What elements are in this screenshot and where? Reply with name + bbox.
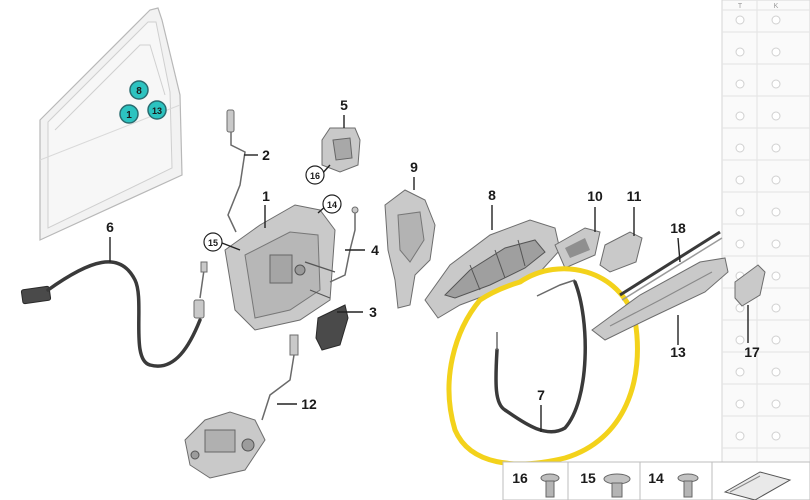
callout-2: 2	[262, 147, 270, 163]
svg-text:1: 1	[126, 110, 132, 121]
legend-radio[interactable]	[771, 111, 781, 121]
screw-15-icon	[603, 473, 631, 498]
legend-radio[interactable]	[735, 207, 745, 217]
callout-6: 6	[106, 219, 114, 235]
part-5-striker	[321, 127, 361, 173]
fastener-legend: 16 15 14	[502, 461, 810, 500]
callout-7: 7	[537, 387, 545, 403]
callout-1: 1	[262, 188, 270, 204]
callout-4: 4	[371, 242, 379, 258]
legend-radio[interactable]	[735, 239, 745, 249]
part-3-bracket	[315, 304, 349, 351]
callouts: 1 2 3 4 5 6 7 8 9 10 11 12 13 17 18	[106, 97, 760, 412]
legend-radio[interactable]	[771, 15, 781, 25]
legend-radio[interactable]	[771, 47, 781, 57]
legend-radio[interactable]	[771, 143, 781, 153]
svg-text:8: 8	[136, 86, 142, 97]
legend-radio[interactable]	[771, 207, 781, 217]
door-illustration	[39, 7, 183, 241]
svg-text:14: 14	[327, 200, 337, 210]
legend-radio[interactable]	[735, 143, 745, 153]
legend-radio[interactable]	[771, 367, 781, 377]
callout-17: 17	[744, 344, 760, 360]
fastener-label-16: 16	[512, 470, 528, 486]
part-1-lock	[224, 204, 336, 331]
part-2-rod	[226, 109, 246, 233]
callout-16: 16	[305, 165, 325, 185]
legend-grid: T K	[721, 0, 810, 463]
svg-text:13: 13	[152, 106, 162, 116]
callout-9: 9	[410, 159, 418, 175]
legend-radio[interactable]	[771, 175, 781, 185]
screw-16-icon	[540, 473, 560, 498]
legend-radio[interactable]	[735, 399, 745, 409]
callout-10: 10	[587, 188, 603, 204]
legend-radio[interactable]	[771, 399, 781, 409]
part-9-carrier	[384, 189, 436, 309]
part-17-cap	[734, 264, 766, 307]
legend-radio[interactable]	[735, 335, 745, 345]
callout-11: 11	[627, 188, 642, 204]
door-marker-8: 8	[129, 80, 149, 100]
part-7-cable	[494, 279, 587, 434]
callout-18: 18	[670, 220, 686, 236]
door-marker-13: 13	[147, 100, 167, 120]
callout-13: 13	[670, 344, 686, 360]
part-6-cable	[20, 260, 208, 368]
legend-radio[interactable]	[735, 111, 745, 121]
legend-radio[interactable]	[771, 271, 781, 281]
fastener-label-14: 14	[648, 470, 664, 486]
svg-text:15: 15	[208, 238, 218, 248]
callout-15: 15	[203, 232, 223, 252]
callout-5: 5	[340, 97, 348, 113]
legend-radio[interactable]	[771, 239, 781, 249]
part-10-bezel	[554, 227, 601, 269]
callout-12: 12	[301, 396, 317, 412]
screw-14-icon	[677, 473, 699, 498]
legend-col-t: T	[738, 3, 743, 10]
legend-radio[interactable]	[735, 79, 745, 89]
part-11-cap	[599, 231, 643, 273]
svg-text:16: 16	[310, 171, 320, 181]
door-marker-1: 1	[119, 104, 139, 124]
legend-radio[interactable]	[771, 79, 781, 89]
legend-radio[interactable]	[771, 303, 781, 313]
part-18-seal	[619, 230, 723, 301]
legend-radio[interactable]	[771, 431, 781, 441]
fastener-label-15: 15	[580, 470, 596, 486]
legend-radio[interactable]	[735, 431, 745, 441]
part-8-handle-carrier	[424, 219, 561, 319]
legend-radio[interactable]	[735, 367, 745, 377]
callout-8: 8	[488, 187, 496, 203]
legend-radio[interactable]	[735, 47, 745, 57]
legend-col-k: K	[774, 3, 779, 10]
callout-3: 3	[369, 304, 377, 320]
gasket-icon	[723, 471, 792, 500]
callout-14: 14	[322, 194, 342, 214]
part-13-handle	[591, 257, 729, 341]
legend-radio[interactable]	[735, 15, 745, 25]
part-12-actuator	[184, 334, 299, 479]
legend-radio[interactable]	[771, 335, 781, 345]
legend-radio[interactable]	[735, 175, 745, 185]
